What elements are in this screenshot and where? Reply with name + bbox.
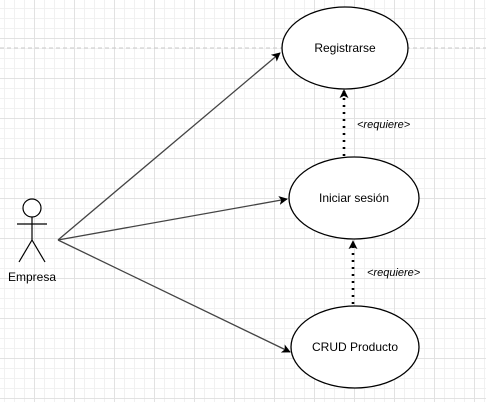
use-case-iniciar-sesion[interactable]: Iniciar sesión [288, 156, 420, 240]
use-case-iniciar-sesion-label: Iniciar sesión [319, 191, 389, 205]
use-case-crud-producto-label: CRUD Producto [312, 340, 398, 354]
dependency-label-2: <requiere> [367, 267, 421, 279]
dependency-label-1: <requiere> [357, 119, 411, 131]
use-case-crud-producto[interactable]: CRUD Producto [290, 305, 420, 389]
actor-right-leg [31, 239, 46, 263]
actor-left-leg [18, 239, 33, 263]
actor-empresa[interactable] [17, 198, 47, 263]
use-case-crud-producto-shape [290, 305, 420, 389]
actor-head [22, 198, 42, 218]
use-case-registrarse[interactable]: Registrarse [281, 6, 409, 90]
use-case-registrarse-label: Registrarse [314, 41, 376, 55]
actor-label: Empresa [8, 270, 56, 284]
association-iniciar-sesion[interactable] [57, 195, 288, 241]
association-crud-producto[interactable] [57, 239, 291, 353]
association-registrarse[interactable] [57, 52, 281, 241]
use-case-registrarse-shape [281, 6, 409, 90]
use-case-iniciar-sesion-shape [288, 156, 420, 240]
